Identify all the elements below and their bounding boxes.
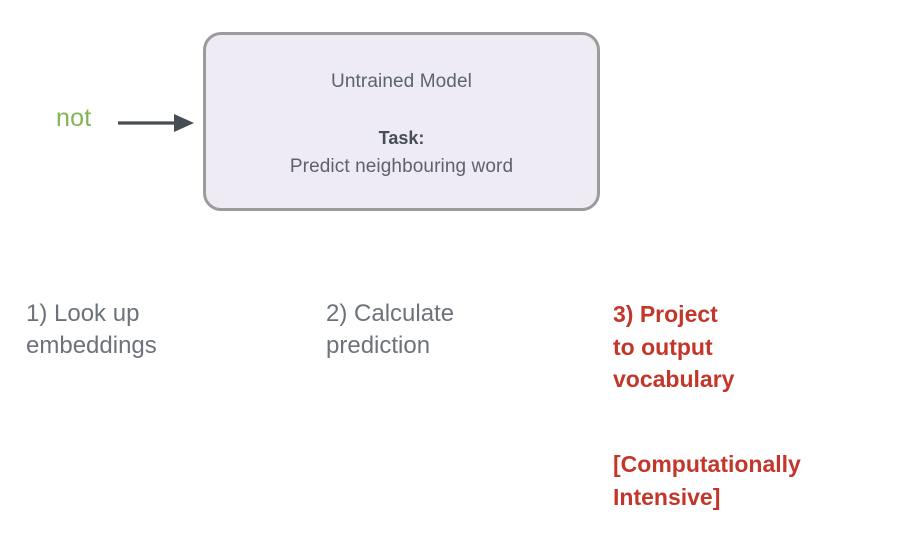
arrow-right-icon: [116, 110, 196, 136]
step-project-to-output-vocabulary: 3) Project to output vocabulary: [613, 301, 735, 393]
model-task-label: Task:: [378, 128, 425, 148]
step-look-up-embeddings: 1) Look up embeddings: [26, 300, 157, 359]
computational-cost-note: [Computationally Intensive]: [613, 451, 801, 510]
model-task-value: Predict neighbouring word: [289, 155, 514, 177]
step-calculate-prediction: 2) Calculate prediction: [326, 300, 455, 359]
step-list: 1) Look up embeddings 2) Calculate predi…: [0, 298, 900, 538]
input-word-label: not: [56, 104, 92, 132]
model-task-block: Task: Predict neighbouring word: [290, 125, 513, 180]
untrained-model-box: Untrained Model Task: Predict neighbouri…: [203, 32, 600, 211]
model-title: Untrained Model: [331, 71, 472, 92]
